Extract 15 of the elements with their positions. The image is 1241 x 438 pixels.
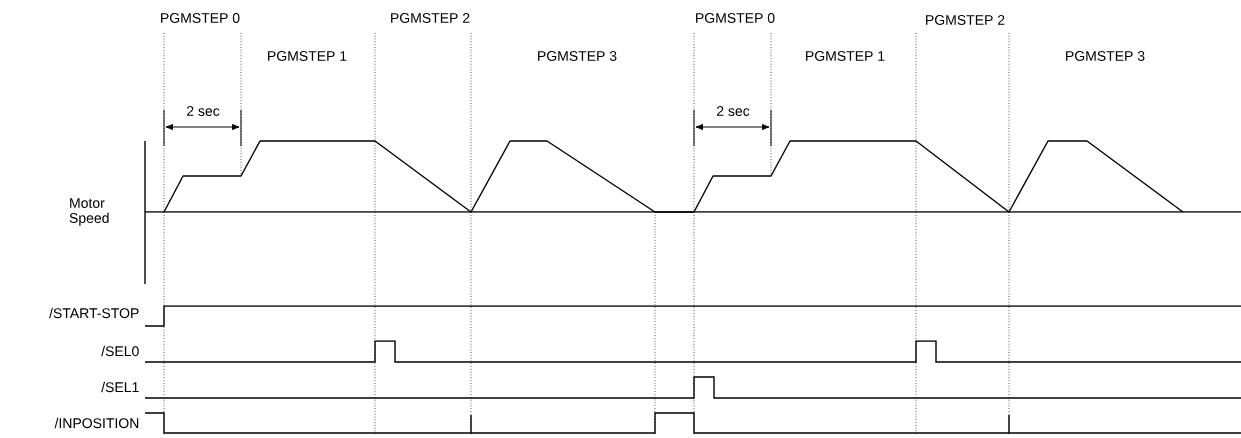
dimension-label: 2 sec xyxy=(717,106,750,116)
step-label: PGMSTEP 0 xyxy=(696,13,775,23)
signal-name: /SEL0 xyxy=(101,345,139,357)
step-label: PGMSTEP 2 xyxy=(391,13,470,23)
signal-name: /SEL1 xyxy=(101,381,139,393)
step-label: PGMSTEP 1 xyxy=(806,51,885,61)
step-label: PGMSTEP 3 xyxy=(1066,51,1145,61)
step-label: PGMSTEP 2 xyxy=(926,15,1005,25)
dimension-label: 2 sec xyxy=(187,106,220,116)
step-label: PGMSTEP 1 xyxy=(268,51,347,61)
signal-name: /INPOSITION xyxy=(54,417,139,429)
step-label: PGMSTEP 0 xyxy=(161,13,240,23)
step-label: PGMSTEP 3 xyxy=(538,51,617,61)
signal-name: /START-STOP xyxy=(49,307,139,319)
axis-label: Motor Speed xyxy=(69,198,109,226)
